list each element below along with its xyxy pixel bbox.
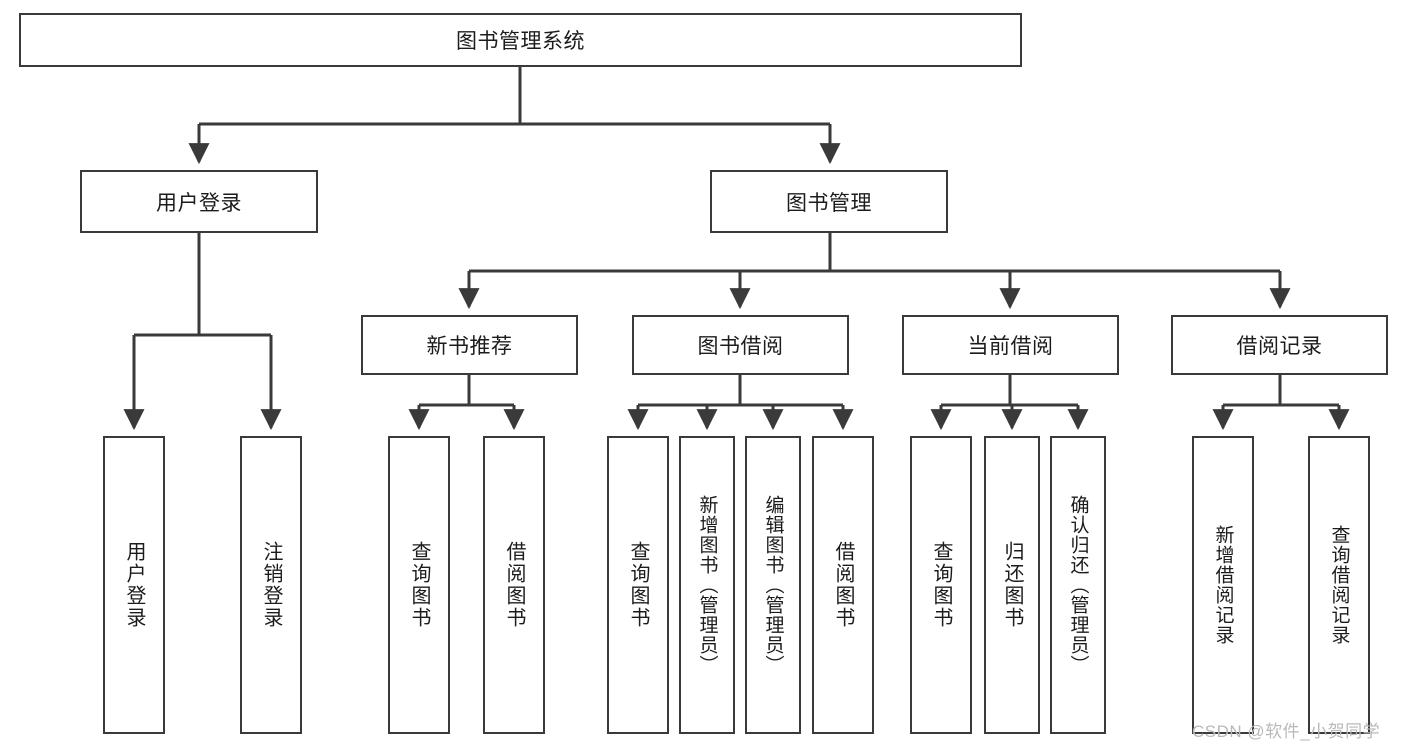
node-book-management-label: 图书管理 <box>786 191 872 215</box>
leaf-confirm-return-label: 确认归还（管理员） <box>1067 495 1089 675</box>
node-root[interactable]: 图书管理系统 <box>19 13 1022 67</box>
leaf-add-book-label: 新增图书（管理员） <box>696 495 718 675</box>
node-book-borrow[interactable]: 图书借阅 <box>632 315 849 375</box>
leaf-query-book-3[interactable]: 查询图书 <box>910 436 972 734</box>
node-user-login[interactable]: 用户登录 <box>80 170 318 233</box>
leaf-add-record-label: 新增借阅记录 <box>1212 525 1234 645</box>
node-book-management[interactable]: 图书管理 <box>710 170 948 233</box>
leaf-confirm-return[interactable]: 确认归还（管理员） <box>1050 436 1106 734</box>
leaf-user-login[interactable]: 用户登录 <box>103 436 165 734</box>
leaf-return-book-label: 归还图书 <box>1001 541 1023 629</box>
leaf-add-book[interactable]: 新增图书（管理员） <box>679 436 735 734</box>
leaf-query-book-3-label: 查询图书 <box>930 541 952 629</box>
leaf-add-record[interactable]: 新增借阅记录 <box>1192 436 1254 734</box>
node-root-label: 图书管理系统 <box>456 30 585 53</box>
leaf-query-book-2-label: 查询图书 <box>627 541 649 629</box>
csdn-watermark: CSDN @软件_小贺同学 <box>1192 722 1381 741</box>
leaf-borrow-book-1-label: 借阅图书 <box>503 541 525 629</box>
leaf-logout[interactable]: 注销登录 <box>240 436 302 734</box>
leaf-query-book-1-label: 查询图书 <box>408 541 430 629</box>
node-borrow-record[interactable]: 借阅记录 <box>1171 315 1388 375</box>
node-current-borrow[interactable]: 当前借阅 <box>902 315 1119 375</box>
leaf-query-record-label: 查询借阅记录 <box>1328 525 1350 645</box>
node-new-book-recommend[interactable]: 新书推荐 <box>361 315 578 375</box>
leaf-user-login-label: 用户登录 <box>123 541 145 629</box>
leaf-query-book-1[interactable]: 查询图书 <box>388 436 450 734</box>
leaf-edit-book[interactable]: 编辑图书（管理员） <box>745 436 801 734</box>
node-new-book-recommend-label: 新书推荐 <box>426 335 513 358</box>
leaf-borrow-book-1[interactable]: 借阅图书 <box>483 436 545 734</box>
leaf-borrow-book-2[interactable]: 借阅图书 <box>812 436 874 734</box>
leaf-return-book[interactable]: 归还图书 <box>984 436 1040 734</box>
leaf-query-record[interactable]: 查询借阅记录 <box>1308 436 1370 734</box>
node-current-borrow-label: 当前借阅 <box>967 335 1054 358</box>
leaf-logout-label: 注销登录 <box>260 541 282 629</box>
node-borrow-record-label: 借阅记录 <box>1236 335 1323 358</box>
leaf-query-book-2[interactable]: 查询图书 <box>607 436 669 734</box>
node-book-borrow-label: 图书借阅 <box>697 335 784 358</box>
leaf-edit-book-label: 编辑图书（管理员） <box>762 495 784 675</box>
node-user-login-label: 用户登录 <box>156 191 242 215</box>
leaf-borrow-book-2-label: 借阅图书 <box>832 541 854 629</box>
